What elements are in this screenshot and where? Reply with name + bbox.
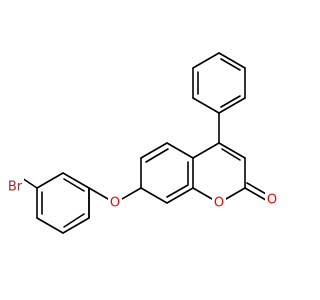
bond [62, 172, 90, 189]
double-bond [166, 184, 189, 198]
bond [218, 97, 246, 114]
atom-ether-o: O [108, 195, 122, 211]
bond [36, 217, 64, 234]
phenyl-ring [192, 52, 246, 144]
atom-ring-o: O [212, 195, 226, 211]
ether-oxygen-label: O [110, 196, 120, 211]
pyrone-ring [192, 142, 274, 204]
bond [166, 187, 194, 204]
double-bond [145, 148, 169, 163]
bond [192, 52, 220, 69]
bond [166, 142, 194, 159]
bond [192, 97, 220, 114]
double-bond [63, 213, 85, 228]
bromine-label: Br [8, 180, 23, 195]
bond [21, 177, 38, 189]
bond [62, 217, 90, 234]
atom-br: Br [2, 176, 24, 195]
double-bond [220, 95, 241, 108]
structure-diagram: Br O O O [2, 52, 279, 234]
carbonyl-oxygen-label: O [267, 193, 277, 208]
double-bond [221, 148, 241, 161]
atom-carbonyl-o: O [265, 192, 279, 208]
double-bond [63, 178, 85, 192]
molecule-canvas: Br O O O [2, 52, 279, 234]
bond [36, 172, 64, 189]
benzo-ring [140, 142, 194, 204]
bond [218, 142, 246, 159]
bond [218, 52, 246, 69]
double-bond [220, 58, 241, 71]
bromophenyl-ring [21, 172, 90, 234]
bond [140, 142, 168, 159]
bond [140, 187, 168, 204]
bond [192, 142, 220, 159]
ring-oxygen-label: O [214, 196, 224, 211]
